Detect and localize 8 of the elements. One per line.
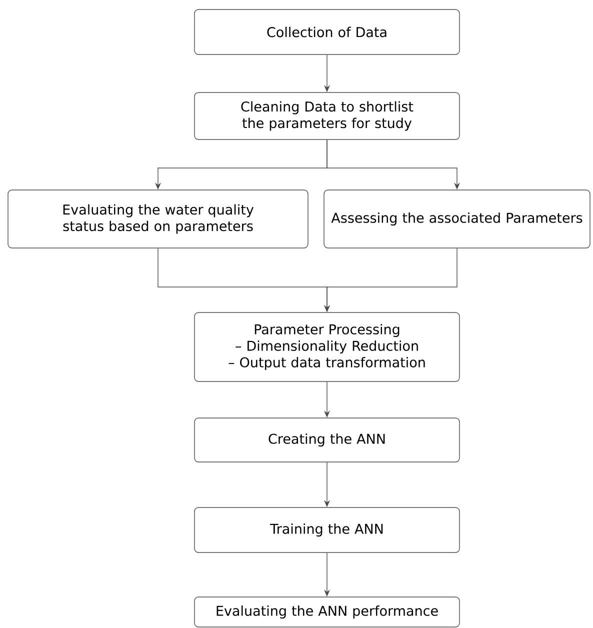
process-box: Collection of Data (194, 9, 460, 55)
process-box: Training the ANN (194, 507, 460, 553)
process-box: Assessing the associated Parameters (324, 190, 590, 248)
process-box: Evaluating the water quality status based on parameters (8, 190, 308, 248)
process-box: Parameter Processing – Dimensionality Reduction – Output data transformation (194, 312, 460, 382)
process-box: Evaluating the ANN performance (194, 596, 460, 628)
process-box: Cleaning Data to shortlist the parameters for study (194, 92, 460, 140)
process-box: Creating the ANN (194, 418, 460, 462)
